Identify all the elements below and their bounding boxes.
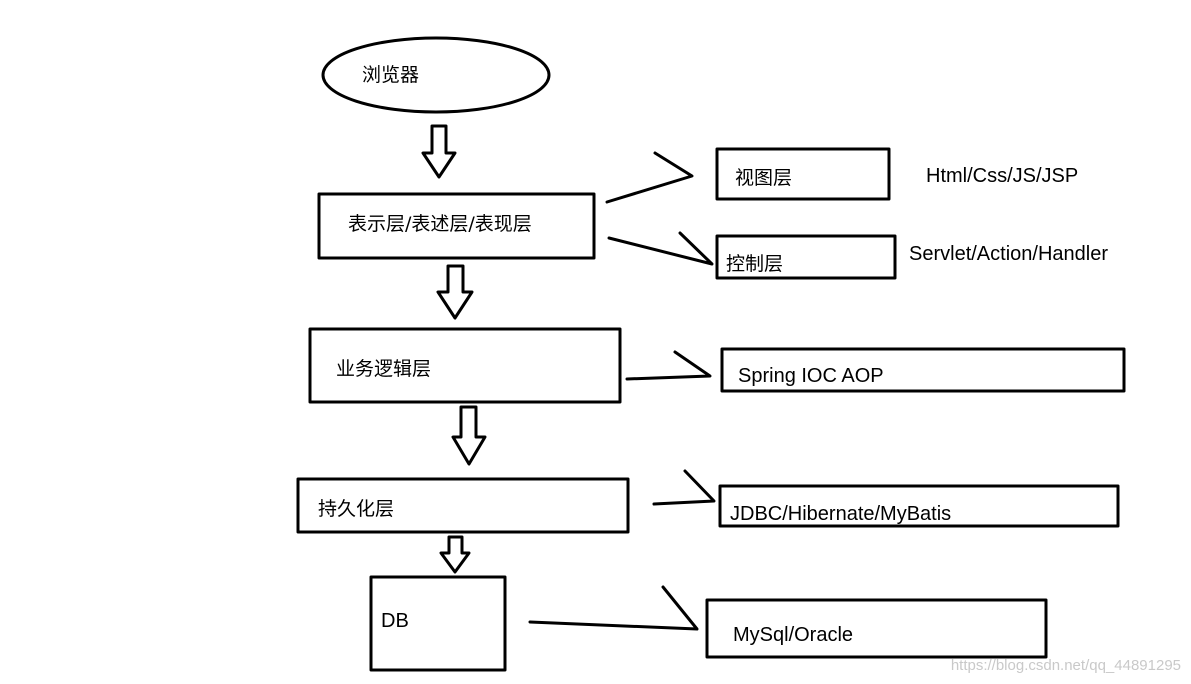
business-layer-label: 业务逻辑层	[336, 358, 432, 380]
business-tech-label: Spring IOC AOP	[738, 365, 884, 387]
persistence-layer-label: 持久化层	[318, 498, 395, 520]
orm-box	[718, 484, 1120, 528]
spring-box	[720, 347, 1126, 393]
database-products-box	[705, 598, 1048, 659]
db-box	[369, 575, 507, 672]
browser-label: 浏览器	[362, 64, 420, 86]
down-arrow-presentation-to-business	[436, 264, 474, 320]
connector-presentation-to-controller	[607, 231, 714, 266]
db-label: DB	[381, 610, 409, 632]
controller-tech-label: Servlet/Action/Handler	[909, 243, 1108, 265]
view-layer-label: 视图层	[735, 167, 793, 189]
watermark-text: https://blog.csdn.net/qq_44891295	[950, 657, 1181, 674]
persistence-tech-label: JDBC/Hibernate/MyBatis	[730, 503, 952, 525]
controller-layer-box	[715, 234, 897, 280]
view-tech-label: Html/Css/JS/JSP	[926, 165, 1079, 187]
connector-business-to-spring	[625, 350, 712, 381]
down-arrow-business-to-persistence	[451, 405, 487, 466]
view-layer-box	[715, 147, 891, 201]
down-arrow-persistence-to-db	[439, 535, 471, 574]
db-tech-label: MySql/Oracle	[733, 624, 854, 646]
connector-persistence-to-orm	[652, 469, 716, 506]
presentation-layer-box	[317, 192, 596, 260]
presentation-layer-label: 表示层/表述层/表现层	[348, 213, 532, 235]
browser-node	[321, 36, 551, 114]
connector-db-to-products	[528, 585, 699, 631]
down-arrow-browser-to-presentation	[421, 124, 457, 179]
persistence-layer-box	[296, 477, 630, 534]
connector-presentation-to-view	[605, 151, 694, 204]
business-layer-box	[308, 327, 622, 404]
controller-layer-label: 控制层	[726, 253, 784, 275]
